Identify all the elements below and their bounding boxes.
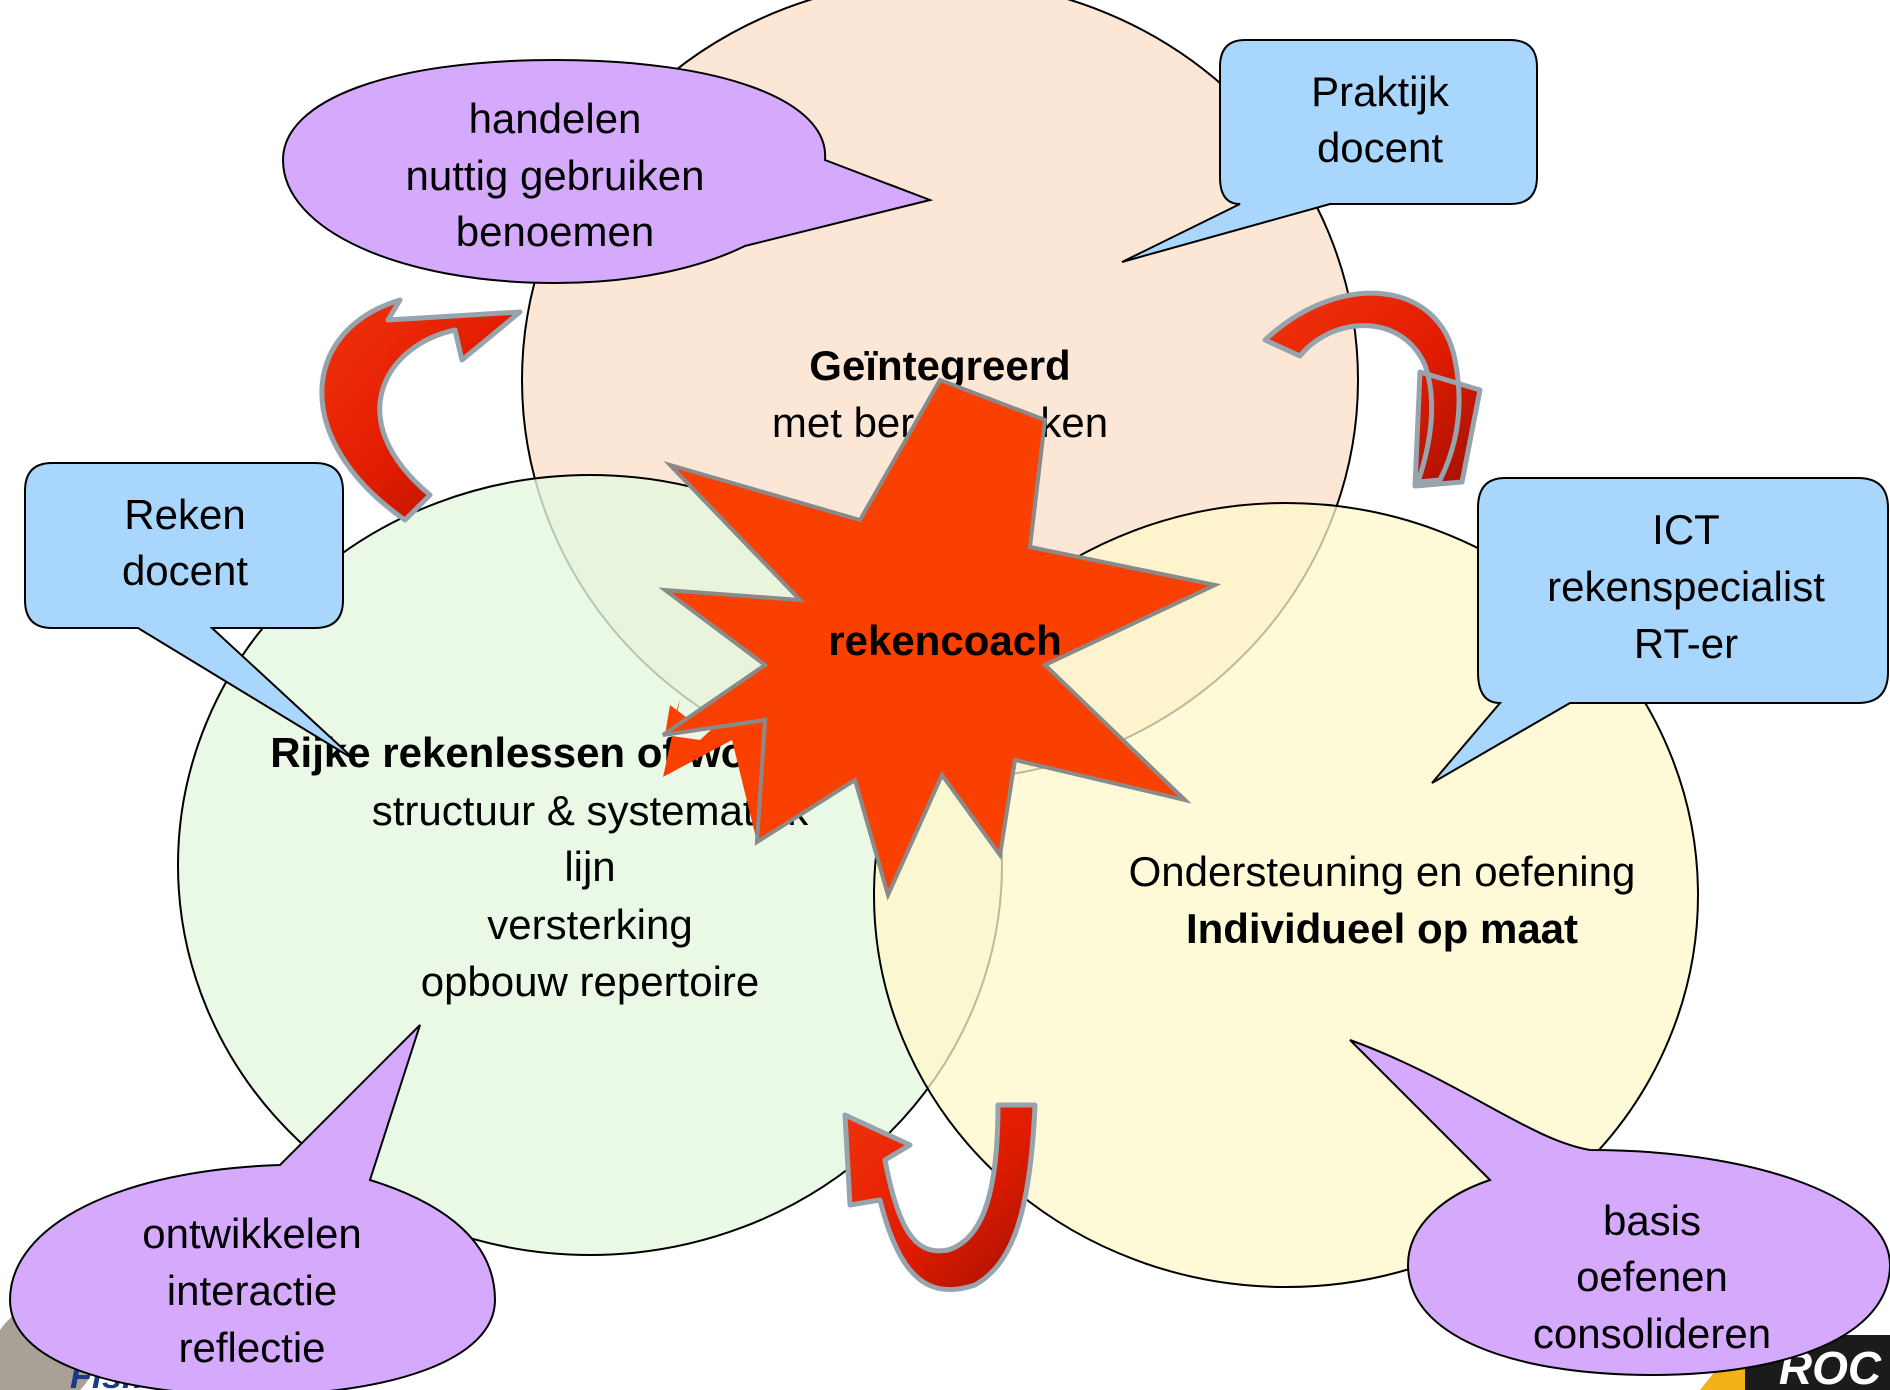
callout-line: consolideren (1533, 1310, 1771, 1357)
callout-line: benoemen (456, 208, 655, 255)
circle-left-line: structuur & systematiek (372, 787, 809, 834)
circle-left-line: lijn (564, 843, 615, 890)
circle-right-title: Individueel op maat (1186, 905, 1578, 952)
callout-line: RT-er (1634, 620, 1738, 667)
callout-line: docent (122, 547, 248, 594)
callout-line: nuttig gebruiken (406, 152, 705, 199)
cycle-arrow-right (1262, 290, 1483, 489)
circle-right-line: Ondersteuning en oefening (1129, 848, 1636, 895)
callout-right-blue: ICT rekenspecialist RT-er (1431, 477, 1889, 784)
callout-left-blue: Reken docent (24, 462, 356, 761)
callout-bottom-right-purple: basis oefenen consolideren (1349, 1039, 1890, 1377)
callout-line: basis (1603, 1197, 1701, 1244)
callout-line: reflectie (178, 1324, 325, 1371)
circle-left-line: opbouw repertoire (421, 958, 760, 1005)
callout-top-purple: handelen nuttig gebruiken benoemen (281, 58, 934, 285)
callout-line: Praktijk (1311, 68, 1450, 115)
cycle-arrow-left (319, 297, 523, 523)
starburst-shape-main (658, 377, 1222, 901)
callout-line: rekenspecialist (1547, 563, 1825, 610)
callout-bubble (8, 1024, 497, 1390)
callout-line: handelen (469, 95, 642, 142)
circle-left-line: versterking (487, 901, 692, 948)
callout-box (1431, 477, 1889, 784)
circle-right-text: Ondersteuning en oefening Individueel op… (1129, 848, 1636, 952)
cycle-arrow-bottom (842, 1102, 1038, 1292)
callout-bubble (281, 58, 934, 285)
callout-bubble (1349, 1039, 1890, 1377)
callout-box (1121, 39, 1538, 263)
callout-box (24, 462, 356, 761)
callout-top-blue: Praktijk docent (1121, 39, 1538, 263)
callout-line: ontwikkelen (142, 1210, 361, 1257)
cycle-arrows (319, 290, 1483, 1292)
center-label: rekencoach (828, 617, 1061, 664)
callout-line: oefenen (1576, 1253, 1728, 1300)
callout-line: ICT (1652, 506, 1720, 553)
callout-line: interactie (167, 1267, 337, 1314)
callout-line: Reken (124, 491, 245, 538)
callout-line: docent (1317, 124, 1443, 171)
center-starburst: rekencoach (658, 377, 1222, 901)
callout-bottom-left-purple: ontwikkelen interactie reflectie (8, 1024, 497, 1390)
